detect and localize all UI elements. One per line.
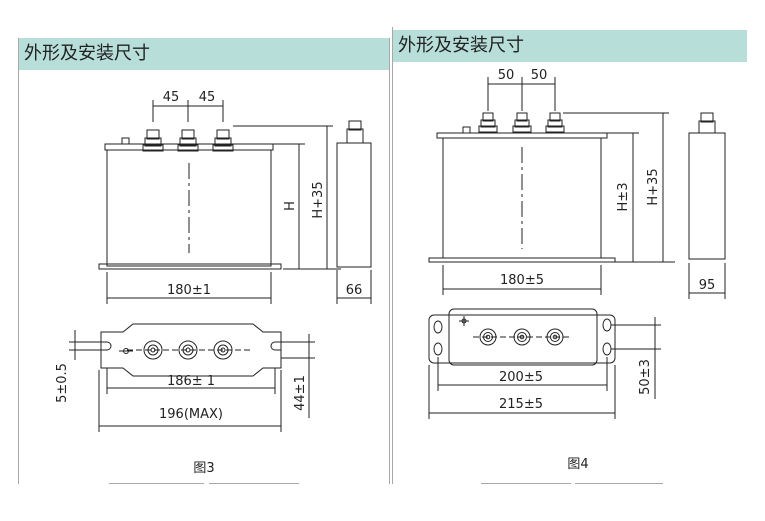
mounting-plate	[98, 263, 282, 270]
mounting-plate-bottom-view	[428, 314, 616, 364]
terminal	[212, 129, 234, 152]
terminal	[545, 112, 565, 133]
dim-mount-depth: 44±1	[293, 375, 308, 411]
panel-title: 外形及安装尺寸	[393, 30, 747, 62]
terminal	[142, 129, 164, 152]
dim-height: H	[283, 201, 298, 211]
dim-depth: 66	[346, 283, 363, 298]
drawing-panel-fig3: 外形及安装尺寸 45 45 H H+35	[18, 38, 390, 484]
mounting-plate	[428, 257, 616, 263]
capacitor-body	[106, 149, 272, 267]
ground-stud	[462, 126, 471, 134]
dim-height-total: H+35	[646, 168, 661, 205]
dim-pitch-right: 45	[199, 90, 216, 105]
dim-width: 180±1	[167, 283, 211, 298]
dim-max-width: 196(MAX)	[159, 407, 223, 422]
ground-stud	[121, 137, 130, 145]
dim-pitch-right: 50	[531, 68, 548, 83]
terminal	[478, 112, 498, 133]
terminal	[512, 112, 532, 133]
dim-mount-pitch: 200±5	[499, 370, 543, 385]
dim-slot-offset: 5±0.5	[55, 363, 70, 403]
dim-mount-pitch: 186± 1	[167, 374, 215, 389]
dim-height: H±3	[616, 183, 631, 212]
capacitor-drawing-fig3: 45 45 H H+35 180±1	[55, 90, 372, 476]
dim-depth: 95	[699, 278, 716, 293]
dim-max-width: 215±5	[499, 397, 543, 412]
dim-pitch-left: 50	[498, 68, 515, 83]
panel-title: 外形及安装尺寸	[19, 38, 389, 70]
figure-caption: 图4	[567, 457, 588, 472]
dim-height-total: H+35	[311, 181, 326, 218]
figure-caption: 图3	[193, 461, 214, 476]
terminal	[177, 129, 199, 152]
dim-mount-depth: 50±3	[638, 359, 653, 395]
side-view-body	[688, 132, 726, 260]
dim-pitch-left: 45	[163, 90, 180, 105]
mounting-plate-bottom-view	[100, 323, 282, 377]
drawing-panel-fig4: 外形及安装尺寸 50 50 H±3 H+35	[392, 27, 747, 484]
capacitor-drawing-fig4: 50 50 H±3 H+35 180±5	[428, 68, 726, 472]
side-view-body	[336, 142, 372, 268]
dim-width: 180±5	[500, 273, 544, 288]
